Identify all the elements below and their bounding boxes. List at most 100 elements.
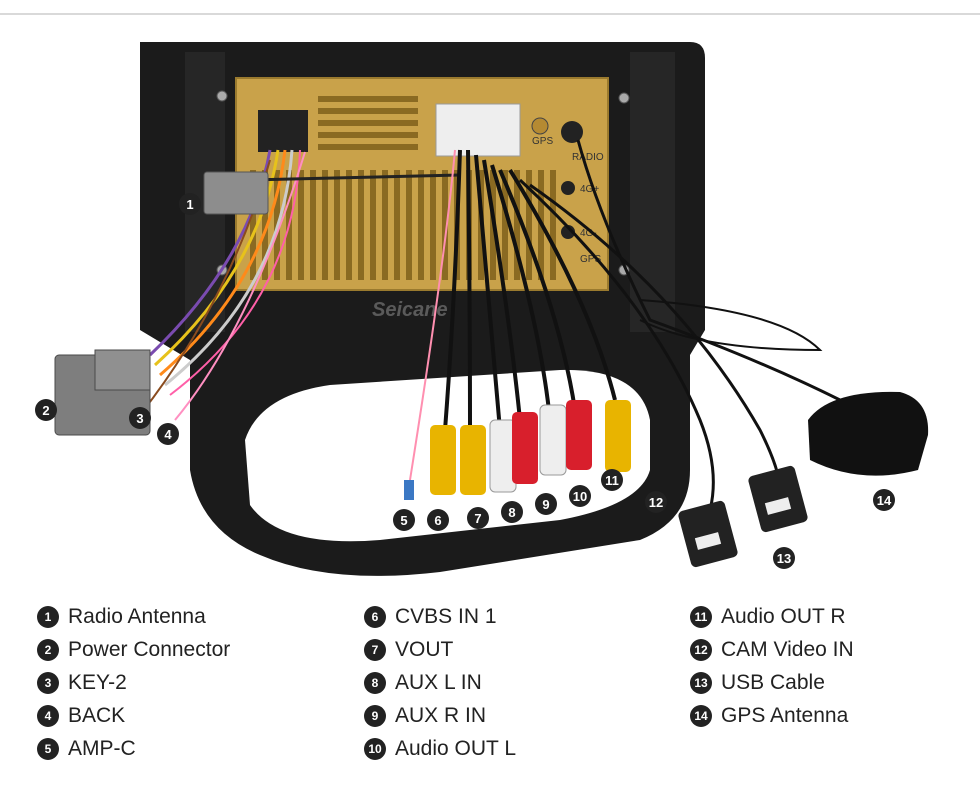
rca-aux-r-in xyxy=(512,412,538,484)
legend-badge: 12 xyxy=(690,638,712,661)
legend-badge: 2 xyxy=(37,638,59,661)
legend-item: 4 BACK xyxy=(37,699,230,732)
callout-6 xyxy=(427,509,449,531)
callout-2 xyxy=(35,399,57,421)
callout-4 xyxy=(157,423,179,445)
legend-item: 2 Power Connector xyxy=(37,633,230,666)
top-divider xyxy=(0,13,980,15)
rca-audio-out-l xyxy=(539,404,567,476)
legend-badge: 3 xyxy=(37,671,59,694)
legend-badge: 10 xyxy=(364,737,386,760)
diagram-callouts: 1 2 3 4 5 6 7 8 9 10 11 12 13 14 xyxy=(35,193,895,569)
legend-item: 14 GPS Antenna xyxy=(690,699,854,732)
callout-11 xyxy=(601,469,623,491)
callout-9-number: 9 xyxy=(542,497,549,512)
legend-column-3: 11 Audio OUT R 12 CAM Video IN 13 USB Cable… xyxy=(690,600,854,732)
callout-10-number: 10 xyxy=(573,489,587,504)
legend-item: 1 Radio Antenna xyxy=(37,600,230,633)
callout-14-number: 14 xyxy=(877,493,892,508)
fourg-minus-label: 4G- xyxy=(580,228,597,239)
callout-12-number: 12 xyxy=(649,495,663,510)
gps-antenna xyxy=(808,391,929,476)
legend-item: 13 USB Cable xyxy=(690,666,854,699)
legend-label: Radio Antenna xyxy=(68,604,206,628)
legend-badge: 13 xyxy=(690,671,712,694)
legend-label: CVBS IN 1 xyxy=(395,604,497,628)
legend-badge: 4 xyxy=(37,704,59,727)
legend-item: 6 CVBS IN 1 xyxy=(364,600,516,633)
harness-socket-center xyxy=(435,103,521,157)
radio-antenna-plug xyxy=(203,171,269,215)
callout-10 xyxy=(569,485,591,507)
fourg-minus-port xyxy=(561,225,575,239)
legend-item: 11 Audio OUT R xyxy=(690,600,854,633)
legend-badge: 14 xyxy=(690,704,712,727)
callout-8-number: 8 xyxy=(508,505,515,520)
legend-label: Power Connector xyxy=(68,637,231,661)
legend-column-1: 1 Radio Antenna 2 Power Connector 3 KEY-2 4… xyxy=(37,600,230,765)
legend-badge: 11 xyxy=(690,605,712,628)
fourg-plus-port xyxy=(561,181,575,195)
callout-1 xyxy=(179,193,201,215)
rca-vout xyxy=(460,425,486,495)
callout-9 xyxy=(535,493,557,515)
legend-item: 8 AUX L IN xyxy=(364,666,516,699)
frame-bracket-right xyxy=(630,52,675,332)
legend-label: KEY-2 xyxy=(68,670,127,694)
legend-label: USB Cable xyxy=(721,670,825,694)
gps-port xyxy=(531,117,549,135)
legend-label: GPS Antenna xyxy=(721,703,849,727)
legend-badge: 5 xyxy=(37,737,59,760)
legend-label: VOUT xyxy=(395,637,454,661)
legend-badge: 9 xyxy=(364,704,386,727)
legend-label: AMP-C xyxy=(68,736,136,760)
legend-badge: 1 xyxy=(37,605,59,628)
radio-label: RADIO xyxy=(572,152,604,163)
legend-label: CAM Video IN xyxy=(721,637,854,661)
legend-label: BACK xyxy=(68,703,126,727)
legend-label: Audio OUT L xyxy=(395,736,517,760)
callout-14 xyxy=(873,489,895,511)
legend-item: 10 Audio OUT L xyxy=(364,732,516,765)
legend-label: AUX L IN xyxy=(395,670,482,694)
callout-13 xyxy=(773,547,795,569)
callout-3-number: 3 xyxy=(136,411,143,426)
callout-8 xyxy=(501,501,523,523)
legend-label: AUX R IN xyxy=(395,703,487,727)
callout-5 xyxy=(393,509,415,531)
callout-11-number: 11 xyxy=(605,473,619,488)
amp-c-tip xyxy=(404,480,414,500)
callout-7 xyxy=(467,507,489,529)
callout-3 xyxy=(129,407,151,429)
legend-badge: 6 xyxy=(364,605,386,628)
callout-12 xyxy=(645,491,667,513)
legend-item: 3 KEY-2 xyxy=(37,666,230,699)
wiring-diagram: GPS RADIO 4G+ 4G- GPS Seicane xyxy=(35,42,929,576)
legend-label: Audio OUT R xyxy=(721,604,846,628)
power-connector-latch xyxy=(94,349,151,391)
radio-antenna-port xyxy=(561,121,583,143)
legend-item: 9 AUX R IN xyxy=(364,699,516,732)
callout-2-number: 2 xyxy=(42,403,49,418)
usb-cable xyxy=(678,465,808,568)
watermark: Seicane xyxy=(372,299,448,321)
legend-badge: 7 xyxy=(364,638,386,661)
rca-cvbs-in-1 xyxy=(430,425,456,495)
legend-item: 7 VOUT xyxy=(364,633,516,666)
rca-plugs xyxy=(430,400,631,495)
rca-audio-out-r xyxy=(566,400,592,470)
callout-1-number: 1 xyxy=(186,197,193,212)
callout-5-number: 5 xyxy=(400,513,407,528)
callout-13-number: 13 xyxy=(777,551,791,566)
legend-column-2: 6 CVBS IN 1 7 VOUT 8 AUX L IN 9 AUX R IN 10 A… xyxy=(364,600,516,765)
callout-6-number: 6 xyxy=(434,513,441,528)
gps-port-label: GPS xyxy=(580,254,601,265)
legend: 1 Radio Antenna 2 Power Connector 3 KEY-2 4… xyxy=(0,600,980,800)
legend-badge: 8 xyxy=(364,671,386,694)
legend-item: 5 AMP-C xyxy=(37,732,230,765)
callout-4-number: 4 xyxy=(164,427,172,442)
gps-label: GPS xyxy=(532,136,553,147)
callout-7-number: 7 xyxy=(474,511,481,526)
harness-socket-left xyxy=(258,110,308,152)
fourg-plus-label: 4G+ xyxy=(580,184,599,195)
